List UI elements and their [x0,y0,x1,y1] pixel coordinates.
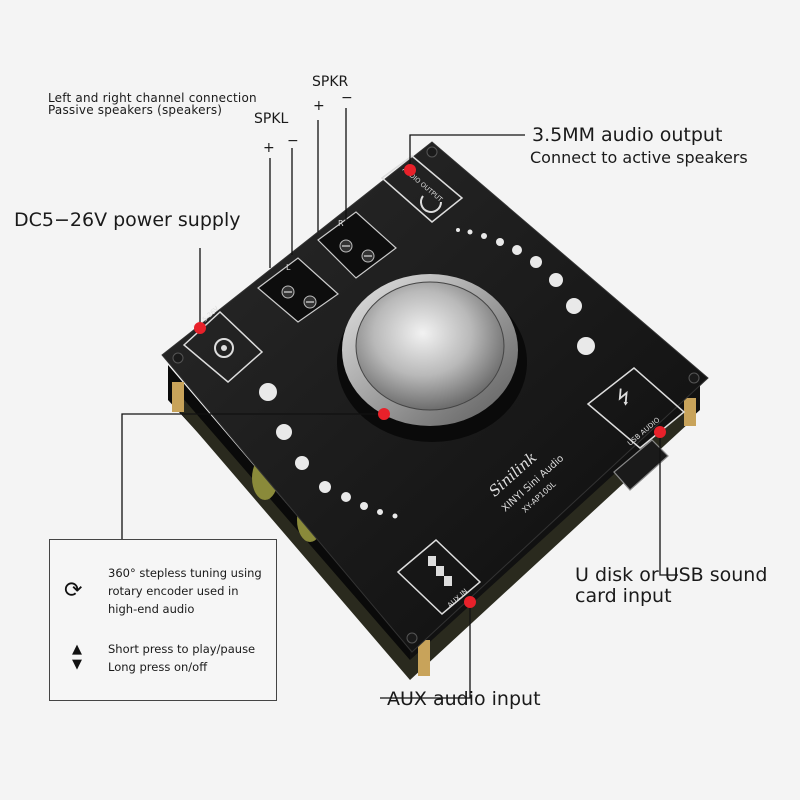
callout-lines [121,108,678,699]
spkr-minus: − [341,90,353,106]
spkl-plus: + [263,140,275,156]
press-text-line2: Long press on/off [108,660,208,674]
screw [688,372,700,384]
screw [172,352,184,364]
usb-label-line2: card input [575,585,672,607]
speaker-terminal-left: L [257,257,339,323]
speaker-terminal-right: R [317,211,397,279]
spkr-plus: + [313,98,325,114]
marker-aux [464,596,476,608]
standoff-left [172,382,184,412]
led-indicator-dots [259,228,595,519]
marker-knob [378,408,390,420]
callout-markers [194,164,666,608]
screw [406,632,418,644]
up-down-arrows-icon: ▲▼ [72,642,82,672]
rotate-icon: ⟳ [64,578,83,603]
rotary-text-line3: high-end audio [108,602,195,616]
board-side-left [168,365,410,665]
amplifier-board: AUDIO OUTPUT DC-5-26V L R [161,141,709,680]
aux-label: AUX audio input [387,688,541,710]
press-text-line1: Short press to play/pause [108,642,256,656]
knob-info-box: ⟳ 360° stepless tuning using rotary enco… [49,539,277,701]
standoff-bottom [418,640,430,676]
rotary-text-line2: rotary encoder used in [108,584,239,598]
spkl-minus: − [287,133,299,149]
marker-power [194,322,206,334]
usb-label-line1: U disk or USB sound [575,564,768,586]
screw [426,146,438,158]
audio-output-subtitle: Connect to active speakers [530,148,748,167]
standoff-right [684,398,696,426]
rotary-volume-knob[interactable] [337,274,527,442]
marker-usb [654,426,666,438]
terminal-label-l: L [286,263,291,272]
spkr-label: SPKR [312,74,349,90]
audio-output-title: 3.5MM audio output [532,124,723,146]
terminal-label-r: R [338,219,344,228]
power-supply-label: DC5−26V power supply [14,209,241,231]
rotary-text-line1: 360° stepless tuning using [108,566,262,580]
speakers-note-line1: Left and right channel connection [48,91,257,105]
spkl-label: SPKL [254,111,289,127]
speakers-note-line2: Passive speakers (speakers) [48,103,223,117]
marker-audio-output [404,164,416,176]
